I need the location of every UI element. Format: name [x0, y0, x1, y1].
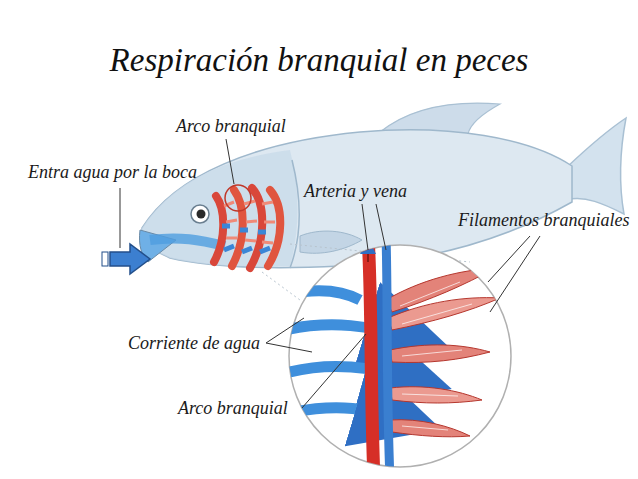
zoom-content — [280, 236, 500, 479]
part-label: Arteria y vena — [304, 181, 407, 202]
fish-tail — [566, 118, 626, 214]
part-label: Arco branquial — [176, 116, 286, 137]
part-label: Arco branquial — [178, 398, 288, 419]
zoom-circle — [289, 245, 511, 467]
eye — [191, 205, 209, 223]
gill-arches — [214, 188, 280, 268]
part-label: Corriente de agua — [128, 333, 260, 354]
fish-body — [142, 130, 572, 268]
title: Respiración branquial en peces — [0, 42, 638, 78]
gill-cover — [290, 160, 299, 268]
pectoral-fin — [300, 231, 362, 253]
water-entry-arrow — [102, 244, 150, 274]
water-in-head — [150, 238, 225, 246]
part-label: Filamentos branquiales — [458, 210, 630, 231]
gill-highlight — [225, 185, 251, 211]
part-label: Entra agua por la boca — [28, 162, 197, 183]
